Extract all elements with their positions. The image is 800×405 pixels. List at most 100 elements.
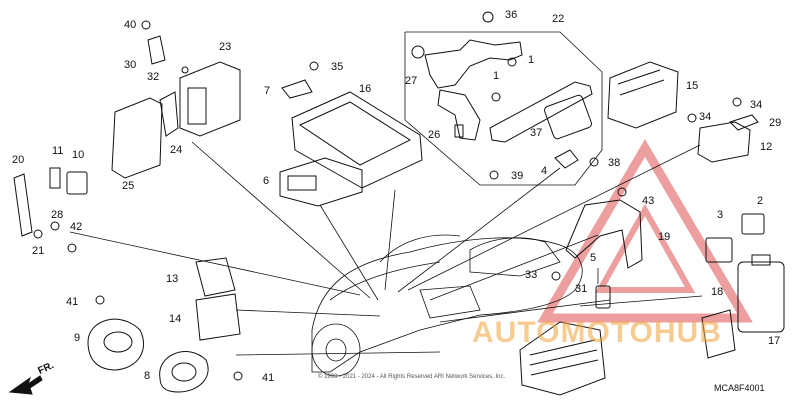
control-unit-15 bbox=[607, 61, 679, 129]
callout-5[interactable]: 5 bbox=[590, 252, 597, 264]
callout-3[interactable]: 3 bbox=[717, 209, 724, 221]
callout-24[interactable]: 24 bbox=[170, 144, 183, 156]
callout-21[interactable]: 21 bbox=[32, 245, 45, 257]
regulator-rectifier bbox=[519, 321, 606, 396]
grommet-36 bbox=[482, 11, 494, 23]
callout-4[interactable]: 4 bbox=[541, 165, 548, 177]
bolt-43 bbox=[617, 187, 627, 197]
bracket-25 bbox=[111, 97, 163, 179]
callout-34b[interactable]: 34 bbox=[750, 99, 763, 111]
main-bracket-lower bbox=[437, 89, 481, 141]
grommet-21 bbox=[33, 229, 43, 239]
front-arrow bbox=[8, 375, 43, 395]
callout-8[interactable]: 8 bbox=[144, 370, 151, 382]
bolt-42 bbox=[67, 243, 77, 253]
callout-20[interactable]: 20 bbox=[12, 154, 25, 166]
relay-3 bbox=[705, 237, 733, 263]
callout-28[interactable]: 28 bbox=[51, 209, 64, 221]
relay-2 bbox=[741, 213, 765, 235]
callout-35[interactable]: 35 bbox=[331, 61, 344, 73]
callout-40[interactable]: 40 bbox=[124, 19, 137, 31]
unit-23 bbox=[179, 61, 241, 137]
callout-23[interactable]: 23 bbox=[219, 41, 232, 53]
callout-1[interactable]: 1 bbox=[528, 54, 535, 66]
bolt-33 bbox=[551, 271, 561, 281]
bracket-assembly-outline bbox=[404, 31, 603, 186]
diagram-code: MCA8F4001 bbox=[714, 383, 765, 393]
bolt-35 bbox=[309, 61, 319, 71]
bolt-39 bbox=[489, 170, 499, 180]
callout-18[interactable]: 18 bbox=[711, 286, 724, 298]
relay-10 bbox=[66, 171, 88, 195]
grommet-27 bbox=[411, 45, 425, 59]
bolt-34a bbox=[687, 113, 697, 123]
callout-42[interactable]: 42 bbox=[70, 221, 83, 233]
callout-14[interactable]: 14 bbox=[169, 313, 182, 325]
callout-34a[interactable]: 34 bbox=[699, 111, 712, 123]
stay-24 bbox=[159, 91, 179, 137]
callout-33[interactable]: 33 bbox=[525, 269, 538, 281]
fuse-box-13 bbox=[195, 257, 236, 297]
bolt-38 bbox=[589, 157, 599, 167]
clip-29 bbox=[729, 114, 759, 131]
callout-22[interactable]: 22 bbox=[552, 13, 565, 25]
callout-15[interactable]: 15 bbox=[686, 80, 699, 92]
bracket-block-37 bbox=[544, 94, 592, 140]
copyright-text: © 1999 - 2021 - 2024 - All Rights Reserv… bbox=[318, 374, 506, 380]
callout-31[interactable]: 31 bbox=[575, 283, 588, 295]
grommet-28 bbox=[50, 221, 60, 231]
callout-27[interactable]: 27 bbox=[405, 75, 418, 87]
callout-1b[interactable]: 1 bbox=[493, 70, 500, 82]
callout-12[interactable]: 12 bbox=[760, 141, 773, 153]
watermark-triangle bbox=[537, 139, 753, 323]
callout-26[interactable]: 26 bbox=[428, 129, 441, 141]
callout-41a[interactable]: 41 bbox=[66, 296, 79, 308]
callout-38[interactable]: 38 bbox=[608, 157, 621, 169]
long-bracket bbox=[489, 81, 593, 143]
bolt-1 bbox=[507, 57, 517, 67]
callout-43[interactable]: 43 bbox=[642, 195, 655, 207]
connector-11 bbox=[49, 167, 61, 189]
callout-10[interactable]: 10 bbox=[72, 149, 85, 161]
callout-30[interactable]: 30 bbox=[124, 59, 137, 71]
callout-16[interactable]: 16 bbox=[359, 83, 372, 95]
connector-5 bbox=[595, 285, 611, 309]
bracket-7 bbox=[281, 79, 313, 99]
callout-17[interactable]: 17 bbox=[768, 335, 781, 347]
callout-37[interactable]: 37 bbox=[530, 127, 543, 139]
callout-32[interactable]: 32 bbox=[147, 71, 160, 83]
clip-4 bbox=[554, 149, 579, 169]
callout-29[interactable]: 29 bbox=[769, 117, 782, 129]
clip-30 bbox=[147, 35, 166, 65]
bolt-32 bbox=[181, 66, 189, 74]
nut-1b bbox=[491, 92, 501, 102]
bracket-19 bbox=[565, 199, 643, 269]
watermark-text: AUTOMOTOHUB bbox=[472, 316, 722, 349]
module-12 bbox=[697, 121, 751, 163]
collar-26 bbox=[454, 124, 464, 138]
callout-39[interactable]: 39 bbox=[511, 170, 524, 182]
cover-14 bbox=[195, 293, 241, 341]
ecu-6 bbox=[279, 157, 363, 207]
main-bracket bbox=[424, 39, 523, 89]
callout-2[interactable]: 2 bbox=[757, 195, 764, 207]
unit-17 bbox=[737, 261, 785, 333]
bracket-20 bbox=[13, 173, 33, 237]
callout-9[interactable]: 9 bbox=[74, 332, 81, 344]
horn-8 bbox=[159, 351, 209, 393]
bolt-41b bbox=[233, 371, 243, 381]
callout-6[interactable]: 6 bbox=[263, 175, 270, 187]
callout-41b[interactable]: 41 bbox=[262, 372, 275, 384]
bolt-40 bbox=[141, 20, 151, 30]
callout-19[interactable]: 19 bbox=[658, 231, 671, 243]
motorcycle-outline bbox=[311, 234, 583, 377]
callout-13[interactable]: 13 bbox=[166, 273, 179, 285]
tray-16 bbox=[291, 91, 423, 189]
callout-25[interactable]: 25 bbox=[122, 180, 135, 192]
callout-36[interactable]: 36 bbox=[505, 9, 518, 21]
callout-11[interactable]: 11 bbox=[52, 145, 64, 157]
callout-7[interactable]: 7 bbox=[264, 85, 271, 97]
bolt-34b bbox=[732, 97, 742, 107]
